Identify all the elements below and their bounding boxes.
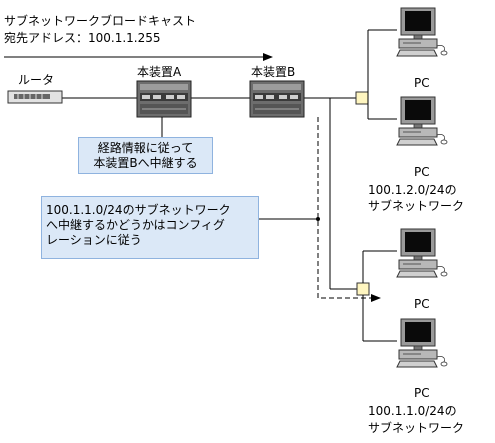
pc-icon [396,7,448,57]
config-callout: 100.1.1.0/24のサブネットワーク へ中継するかどうかはコンフィグ レー… [41,196,259,259]
pc-label-1: PC [414,76,430,90]
router-label: ルータ [18,73,55,87]
device-b-label: 本装置B [251,65,296,79]
config-callout-line2: へ中継するかどうかはコンフィグ [46,218,225,232]
pc-icon [396,318,448,368]
upper-subnet-caption: サブネットワーク [368,199,465,213]
relay-callout: 経路情報に従って 本装置Bへ中継する [78,137,213,174]
upper-subnet-address: 100.1.2.0/24の [368,183,457,197]
device-a-label: 本装置A [137,65,182,79]
destination-address: 宛先アドレス：100.1.1.255 [4,31,161,45]
device-b-icon [249,80,305,118]
config-callout-line3: レーションに従う [46,233,142,247]
pc-icon [396,228,448,278]
broadcast-path-arrow [317,117,381,302]
pc-label-4: PC [414,386,430,400]
pc-label-3: PC [414,297,430,311]
device-a-icon [136,80,192,118]
pc-label-2: PC [414,165,430,179]
router-icon [7,90,63,104]
lower-hub-icon [356,282,370,296]
config-callout-line1: 100.1.1.0/24のサブネットワーク [46,203,231,217]
lower-subnet-address: 100.1.1.0/24の [368,404,457,418]
broadcast-title: サブネットワークブロードキャスト [4,14,197,28]
lower-subnet-caption: サブネットワーク [368,421,465,435]
relay-callout-line2: 本装置Bへ中継する [93,156,198,170]
pc-icon [396,96,448,146]
upper-hub-icon [355,91,369,105]
relay-callout-line1: 経路情報に従って [97,141,194,155]
